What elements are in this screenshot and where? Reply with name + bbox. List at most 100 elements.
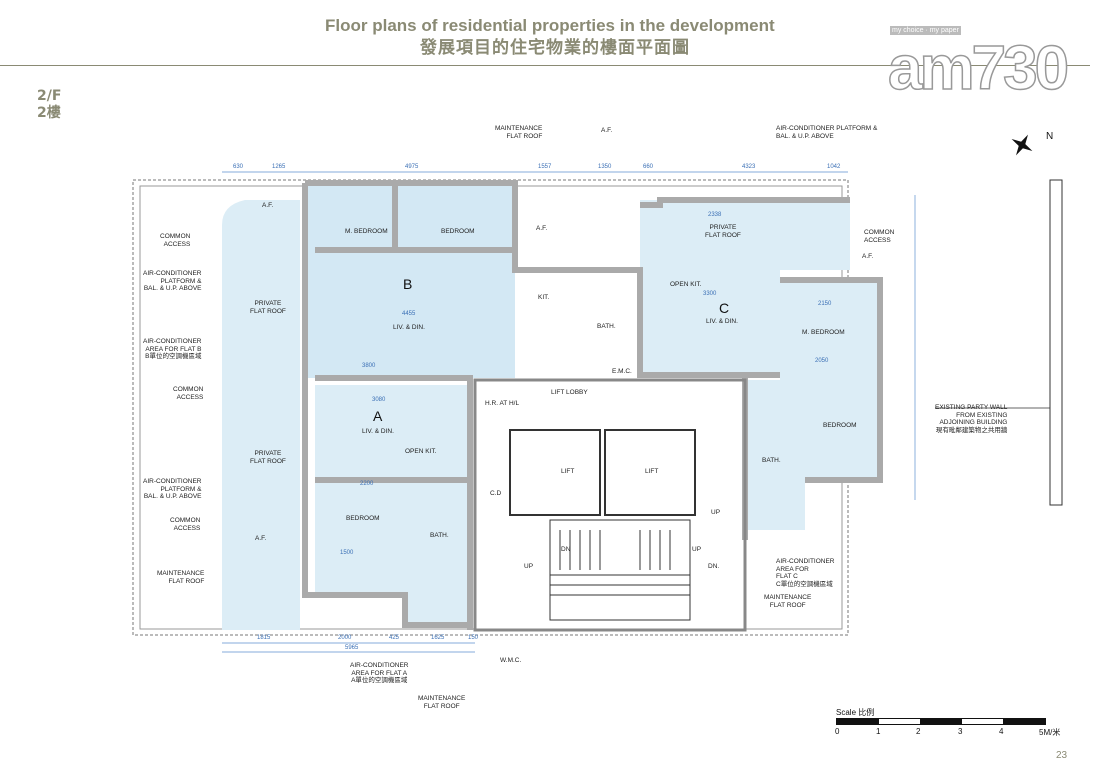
- label-up-2: UP: [692, 546, 702, 553]
- label-maintenance-right: MAINTENANCE FLAT ROOF: [764, 594, 812, 609]
- label-af-top: A.F.: [601, 127, 613, 134]
- dim-top: 1042: [827, 164, 841, 170]
- dim-inner: 3080: [372, 397, 386, 403]
- scale-bar: [836, 718, 1046, 725]
- label-c-bedroom: BEDROOM: [823, 422, 857, 429]
- page-title-zh: 發展項目的住宅物業的樓面平面圖: [420, 38, 690, 58]
- label-a-kitchen: OPEN KIT.: [405, 448, 437, 455]
- label-af-a: A.F.: [255, 535, 267, 542]
- label-maintenance-left: MAINTENANCE FLAT ROOF: [157, 570, 205, 585]
- flat-c-bath: [745, 380, 805, 530]
- dim-top: 630: [233, 164, 244, 170]
- label-ac-platform-top: AIR-CONDITIONER PLATFORM & BAL. & U.P. A…: [776, 125, 878, 140]
- label-c-bath: BATH.: [762, 457, 781, 464]
- scale-tick: 2: [916, 727, 921, 736]
- north-label: N: [1046, 131, 1054, 142]
- label-b-bedroom: BEDROOM: [441, 228, 475, 235]
- dim-inner: 2050: [815, 358, 829, 364]
- flat-a-bath: [405, 475, 470, 625]
- label-up-3: UP: [524, 563, 534, 570]
- scale-tick: 0: [835, 727, 840, 736]
- dim-inner: 3800: [362, 363, 376, 369]
- dim-top: 1350: [598, 164, 612, 170]
- flat-a-letter: A: [373, 408, 383, 424]
- flat-c-living: [640, 265, 780, 375]
- dim-top: 4323: [742, 164, 756, 170]
- dim-top: 1557: [538, 164, 552, 170]
- label-maintenance-bottom: MAINTENANCE FLAT ROOF: [418, 695, 466, 710]
- north-arrow-icon: [1011, 134, 1033, 156]
- dim-inner: 2200: [360, 481, 374, 487]
- party-wall: [1049, 179, 1063, 506]
- label-up-1: UP: [711, 509, 721, 516]
- label-af-b: A.F.: [262, 202, 274, 209]
- scale-tick: 3: [958, 727, 963, 736]
- lift-core: [473, 378, 747, 632]
- label-common-access-b2: COMMON ACCESS: [173, 386, 204, 401]
- label-common-access-c: COMMON ACCESS: [864, 229, 895, 244]
- page-number: 23: [1056, 750, 1068, 761]
- dim-inner: 2338: [708, 212, 722, 218]
- label-lift-2: LIFT: [645, 468, 659, 475]
- label-ac-platform-a: AIR-CONDITIONER PLATFORM & BAL. & U.P. A…: [143, 478, 202, 500]
- label-c-master-bedroom: M. BEDROOM: [802, 329, 845, 336]
- label-af-c: A.F.: [862, 253, 874, 260]
- label-common-access-a: COMMON ACCESS: [170, 517, 201, 532]
- label-ac-platform-b: AIR-CONDITIONER PLATFORM & BAL. & U.P. A…: [143, 270, 202, 292]
- label-c-kitchen: OPEN KIT.: [670, 281, 702, 288]
- dim-bottom-total: 5965: [345, 645, 359, 651]
- header-divider: [0, 65, 1090, 66]
- label-c-living: LIV. & DIN.: [706, 318, 738, 325]
- label-ac-area-a: AIR-CONDITIONER AREA FOR FLAT A A單位的空調機區…: [350, 662, 409, 684]
- label-maintenance-top: MAINTENANCE FLAT ROOF: [495, 125, 543, 140]
- dim-bottom: 150: [468, 635, 479, 641]
- label-dn-1: DN: [561, 546, 571, 553]
- dimension-lines: [222, 171, 916, 653]
- floor-label: 2/F 2樓: [37, 88, 62, 121]
- dim-bottom: 1815: [257, 635, 271, 641]
- dim-bottom: 1625: [431, 635, 445, 641]
- label-a-living: LIV. & DIN.: [362, 428, 394, 435]
- dim-bottom: 425: [389, 635, 400, 641]
- label-ac-area-c: AIR-CONDITIONER AREA FOR FLAT C C單位的空調機區…: [776, 558, 835, 588]
- dim-top: 4975: [405, 164, 419, 170]
- flat-b-a-private-roof: [222, 200, 300, 630]
- lift-1: [509, 429, 601, 516]
- logo-mark: am730: [887, 34, 1070, 103]
- logo-tagline: my choice · my paper: [890, 26, 961, 35]
- label-emc: E.M.C.: [612, 368, 632, 375]
- dim-inner: 4455: [402, 311, 416, 317]
- label-lift-lobby: LIFT LOBBY: [551, 389, 588, 396]
- label-private-roof-b: PRIVATE FLAT ROOF: [250, 300, 286, 315]
- page-title-en: Floor plans of residential properties in…: [325, 16, 775, 35]
- label-wmc: W.M.C.: [500, 657, 522, 664]
- label-b-bath: BATH.: [597, 323, 616, 330]
- label-b-living: LIV. & DIN.: [393, 324, 425, 331]
- scale-tick: 1: [876, 727, 881, 736]
- am730-logo: my choice · my paper am730: [880, 26, 1070, 100]
- dim-inner: 1500: [340, 550, 354, 556]
- dim-inner: 3300: [703, 291, 717, 297]
- label-common-access-b1: COMMON ACCESS: [160, 233, 191, 248]
- label-b-kitchen: KIT.: [538, 294, 550, 301]
- label-af-mid: A.F.: [536, 225, 548, 232]
- dim-top: 1265: [272, 164, 286, 170]
- flat-c-private-roof: [640, 200, 850, 270]
- scale-title: Scale 比例: [836, 708, 875, 717]
- label-cd: C.D: [490, 490, 502, 497]
- label-a-bath: BATH.: [430, 532, 449, 539]
- dim-inner: 2150: [818, 301, 832, 307]
- label-b-master-bedroom: M. BEDROOM: [345, 228, 388, 235]
- flat-b-letter: B: [403, 276, 413, 292]
- scale-tick: 5M/米: [1039, 728, 1061, 737]
- dim-bottom: 2000: [338, 635, 352, 641]
- flat-b-area: [305, 183, 515, 378]
- flat-c-letter: C: [719, 300, 730, 316]
- label-hose-reel: H.R. AT H/L: [485, 400, 520, 407]
- scale-tick: 4: [999, 727, 1004, 736]
- label-ac-area-b: AIR-CONDITIONER AREA FOR FLAT B B單位的空調機區…: [143, 338, 202, 360]
- label-private-roof-a: PRIVATE FLAT ROOF: [250, 450, 286, 465]
- dim-top: 660: [643, 164, 654, 170]
